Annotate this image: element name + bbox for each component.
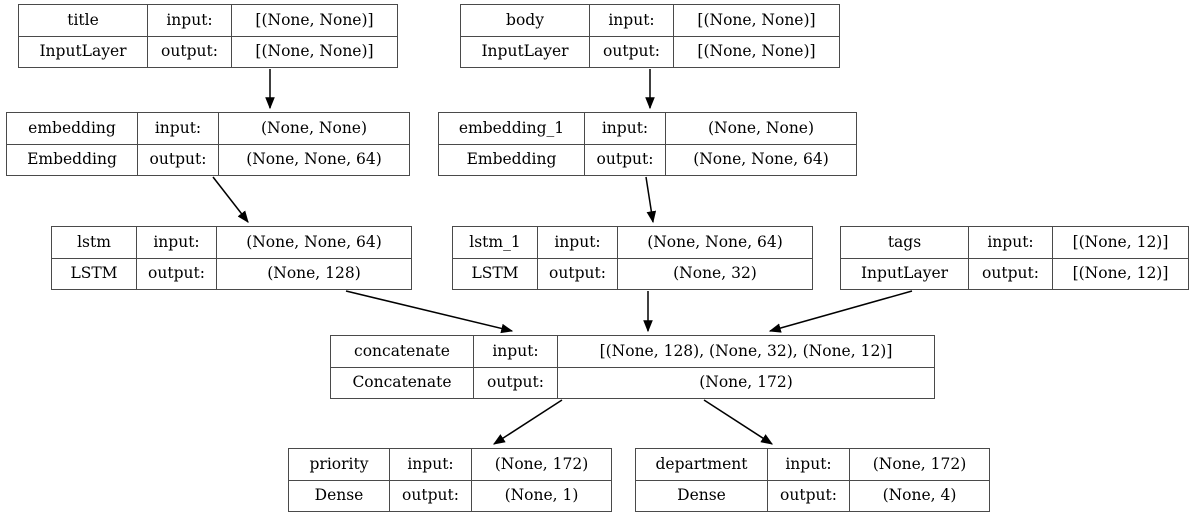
output-label: output: xyxy=(590,36,674,67)
input-label: input: xyxy=(585,113,666,144)
layer-name: lstm xyxy=(52,227,137,258)
output-label: output: xyxy=(137,258,217,289)
layer-class-name: Dense xyxy=(636,480,768,511)
input-label: input: xyxy=(538,227,618,258)
layer-name: title xyxy=(19,5,148,36)
layer-name: tags xyxy=(841,227,969,258)
input-shape: (None, 172) xyxy=(494,454,589,473)
layer-name: lstm_1 xyxy=(453,227,538,258)
input-shape: (None, 172) xyxy=(872,454,967,473)
graph-edge-concatenate-to-priority xyxy=(492,399,563,445)
output-label: output: xyxy=(390,480,472,511)
output-label: output: xyxy=(474,367,558,398)
input-label: input: xyxy=(969,227,1053,258)
layer-class-name: Concatenate xyxy=(331,367,474,398)
layer-name: embedding_1 xyxy=(439,113,585,144)
output-shape: (None, 128) xyxy=(267,264,361,282)
layer-class-name: InputLayer xyxy=(19,36,148,67)
input-label: input: xyxy=(590,5,674,36)
output-shape: (None, 1) xyxy=(504,486,579,504)
layer-class-name: InputLayer xyxy=(841,258,969,289)
graph-edge-tags-to-concatenate xyxy=(768,290,913,333)
layer-name: department xyxy=(636,449,768,480)
output-label: output: xyxy=(969,258,1053,289)
layer-class-name: Embedding xyxy=(439,144,585,175)
layer-class-name: InputLayer xyxy=(461,36,590,67)
layer-class-name: LSTM xyxy=(453,258,538,289)
output-label: output: xyxy=(585,144,666,175)
layer-class-name: Dense xyxy=(289,480,390,511)
input-shape: (None, None, 64) xyxy=(246,232,382,251)
graph-edge-embedding_1-to-lstm_1 xyxy=(645,176,657,224)
output-shape: (None, None, 64) xyxy=(246,150,382,168)
layer-name: priority xyxy=(289,449,390,480)
input-label: input: xyxy=(390,449,472,480)
graph-edge-embedding-to-lstm xyxy=(212,176,249,223)
output-shape: (None, 4) xyxy=(882,486,957,504)
input-shape: [(None, 128), (None, 32), (None, 12)] xyxy=(599,341,893,360)
graph-edge-lstm-to-concatenate xyxy=(345,290,514,334)
input-label: input: xyxy=(148,5,232,36)
output-label: output: xyxy=(138,144,219,175)
input-label: input: xyxy=(137,227,217,258)
output-shape: (None, None, 64) xyxy=(693,150,829,168)
graph-edge-concatenate-to-department xyxy=(703,399,774,445)
output-label: output: xyxy=(768,480,850,511)
output-shape: [(None, None)] xyxy=(255,42,374,60)
input-label: input: xyxy=(474,336,558,367)
layer-class-name: Embedding xyxy=(7,144,138,175)
output-label: output: xyxy=(538,258,618,289)
input-shape: [(None, 12)] xyxy=(1072,232,1169,251)
output-shape: [(None, 12)] xyxy=(1072,264,1169,282)
input-shape: (None, None) xyxy=(707,118,815,137)
input-shape: (None, None) xyxy=(260,118,368,137)
layer-name: embedding xyxy=(7,113,138,144)
input-label: input: xyxy=(138,113,219,144)
input-shape: (None, None, 64) xyxy=(647,232,783,251)
input-shape: [(None, None)] xyxy=(697,10,816,29)
layer-name: concatenate xyxy=(331,336,474,367)
layer-name: body xyxy=(461,5,590,36)
output-shape: (None, 32) xyxy=(673,264,757,282)
output-label: output: xyxy=(148,36,232,67)
output-shape: [(None, None)] xyxy=(697,42,816,60)
input-shape: [(None, None)] xyxy=(255,10,374,29)
input-label: input: xyxy=(768,449,850,480)
layer-class-name: LSTM xyxy=(52,258,137,289)
output-shape: (None, 172) xyxy=(699,373,793,391)
